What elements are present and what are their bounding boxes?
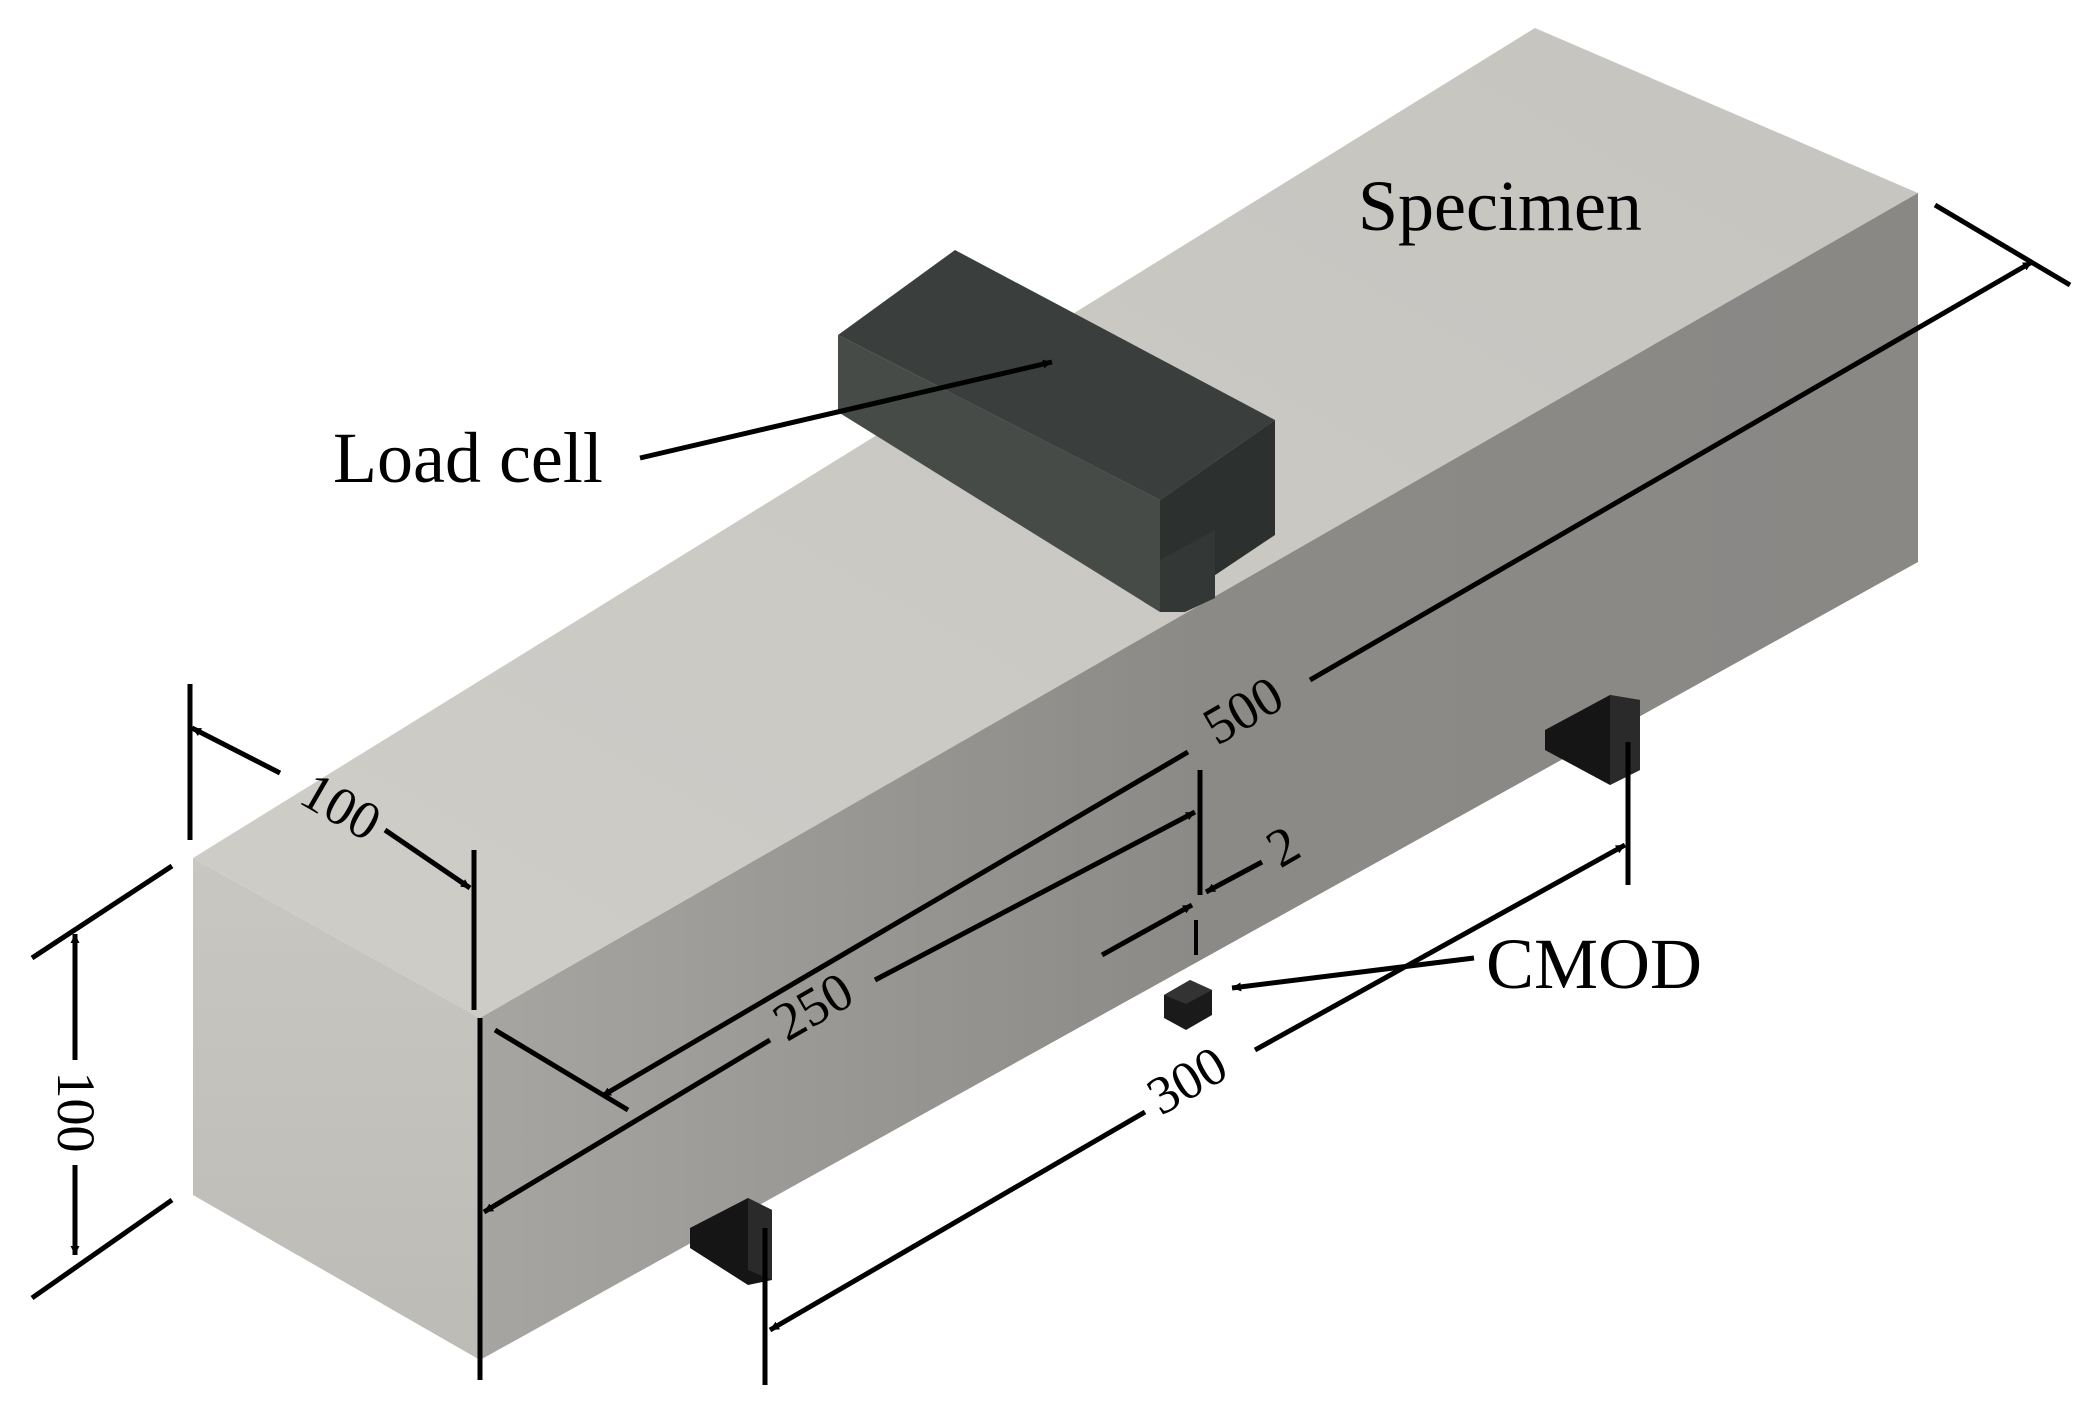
load-cell (838, 250, 1275, 612)
leader-lines (639, 359, 1475, 992)
load-cell-side (838, 335, 1160, 612)
dimension-height: 100 (30, 863, 174, 1301)
dim-span-label: 300 (1137, 1034, 1237, 1126)
cmod-leader (1231, 955, 1475, 992)
specimen-beam (193, 28, 1918, 1360)
load-cell-stem (1160, 530, 1215, 612)
load-cell-top (838, 250, 1275, 500)
cmod-label: CMOD (1486, 924, 1702, 1004)
load-cell-leader (639, 359, 1053, 461)
cmod-gauge (1164, 920, 1212, 1030)
dimension-length: 500 (493, 202, 2072, 1113)
specimen-label: Specimen (1358, 166, 1642, 246)
load-cell-label: Load cell (333, 418, 603, 498)
dim-height-label: 100 (46, 1072, 106, 1153)
right-support (1545, 695, 1640, 785)
beam-end-face (193, 858, 480, 1360)
